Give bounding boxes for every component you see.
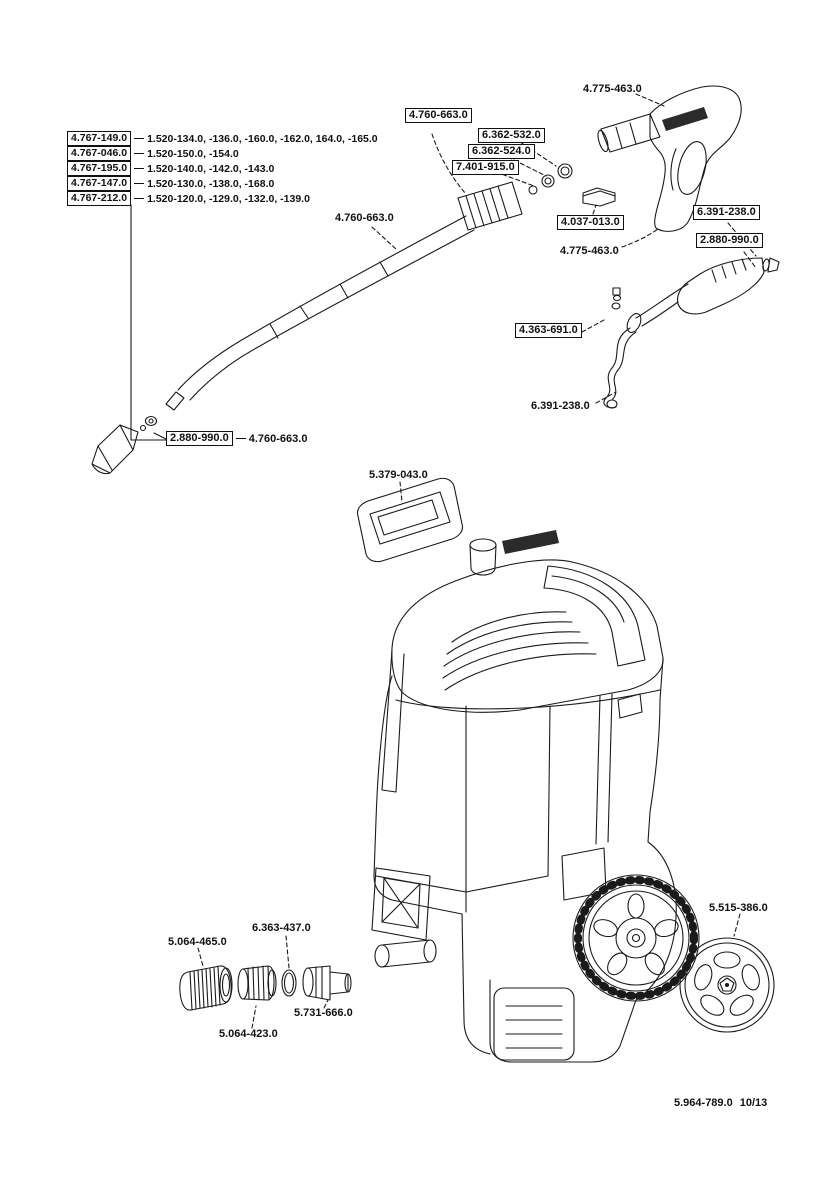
- variant-numbers: 1.520-120.0, -129.0, -132.0, -139.0: [147, 192, 310, 205]
- part-number-box: 6.362-532.0: [478, 128, 545, 143]
- leader-line: [134, 198, 145, 199]
- leader-line: [134, 168, 145, 169]
- part-number-box: 4.767-046.0: [67, 146, 132, 161]
- rotary-jet-gun-art: [603, 257, 780, 409]
- part-number-box: 6.362-524.0: [468, 144, 535, 159]
- part-label-washer-kit: 6.362-532.0: [478, 128, 545, 143]
- part-number-box: 4.767-149.0: [67, 131, 132, 146]
- part-label-hose-connector: 5.731-666.0: [294, 1007, 353, 1019]
- part-label-jet-tip: 2.880-990.0: [696, 233, 763, 248]
- tank-lid-art: [356, 477, 464, 563]
- part-number-box: 4.037-013.0: [557, 215, 624, 230]
- leader-line: [134, 153, 145, 154]
- variant-row: 4.767-147.0 1.520-130.0, -138.0, -168.0: [67, 176, 274, 191]
- part-label-oring-kit: 6.362-524.0: [468, 144, 535, 159]
- leader-line: [134, 138, 145, 139]
- leader-lines: [197, 93, 757, 1029]
- part-label-trigger-gun-2: 4.775-463.0: [560, 245, 619, 257]
- part-number-box: 4.767-195.0: [67, 161, 132, 176]
- spray-lance-art: [91, 181, 523, 475]
- part-number-box: 2.880-990.0: [696, 233, 763, 248]
- part-label-adapter: 5.064-423.0: [219, 1028, 278, 1040]
- variant-numbers: 1.520-134.0, -136.0, -160.0, -162.0, 164…: [147, 132, 378, 145]
- part-number-box: 4.363-691.0: [515, 323, 582, 338]
- part-number-box: 7.401-915.0: [452, 160, 519, 175]
- part-number-box: 2.880-990.0: [166, 431, 233, 446]
- part-label-hose-coupling: 4.363-691.0: [515, 323, 582, 338]
- variant-row: 4.767-149.0 1.520-134.0, -136.0, -160.0,…: [67, 131, 378, 146]
- part-number-box: 4.760-663.0: [405, 108, 472, 123]
- part-label-lance-2: 4.760-663.0: [248, 432, 308, 445]
- wheel-art: [572, 874, 700, 1002]
- part-number-box: 6.391-238.0: [693, 205, 760, 220]
- variant-row: 4.767-195.0 1.520-140.0, -142.0, -143.0: [67, 161, 274, 176]
- part-label-lance: 4.760-663.0: [335, 212, 394, 224]
- part-label-tank-lid: 5.379-043.0: [369, 469, 428, 481]
- part-label-rotary-jet-hose: 6.391-238.0: [531, 400, 590, 412]
- part-number-box: 4.767-147.0: [67, 176, 132, 191]
- part-label-oring-small: 6.363-437.0: [252, 922, 311, 934]
- document-number: 5.964-789.0: [674, 1097, 733, 1109]
- variant-numbers: 1.520-130.0, -138.0, -168.0: [147, 177, 275, 190]
- gun-seal-parts-art: [528, 163, 616, 207]
- nozzle-part-pair: 2.880-990.0 4.760-663.0: [166, 431, 307, 446]
- machine-body-art: [371, 530, 677, 1063]
- variant-row: 4.767-046.0 1.520-150.0, -154.0: [67, 146, 239, 161]
- part-label-trigger-gun: 4.775-463.0: [583, 83, 642, 95]
- variant-numbers: 1.520-150.0, -154.0: [147, 147, 239, 160]
- part-label-nozzle-insert: 7.401-915.0: [452, 160, 519, 175]
- part-label-clip-kit: 4.037-013.0: [557, 215, 624, 230]
- part-label-coupling-cap: 5.064-465.0: [168, 936, 227, 948]
- connector-lines: [130, 204, 167, 441]
- leader-line: [235, 438, 246, 439]
- revision-date: 10/13: [739, 1097, 768, 1109]
- variant-row: 4.767-212.0 1.520-120.0, -129.0, -132.0,…: [67, 191, 310, 206]
- leader-line: [134, 183, 145, 184]
- part-number-box: 4.767-212.0: [67, 191, 132, 206]
- hubcap-art: [679, 937, 775, 1033]
- trigger-gun-art: [597, 85, 742, 232]
- part-label-lance-kit: 4.760-663.0: [405, 108, 472, 123]
- part-label-hubcap: 5.515-386.0: [709, 902, 768, 914]
- part-label-rotary-jet: 6.391-238.0: [693, 205, 760, 220]
- document-footer: 5.964-789.0 10/13: [674, 1097, 767, 1109]
- inlet-parts-art: [179, 965, 352, 1011]
- variant-numbers: 1.520-140.0, -142.0, -143.0: [147, 162, 275, 175]
